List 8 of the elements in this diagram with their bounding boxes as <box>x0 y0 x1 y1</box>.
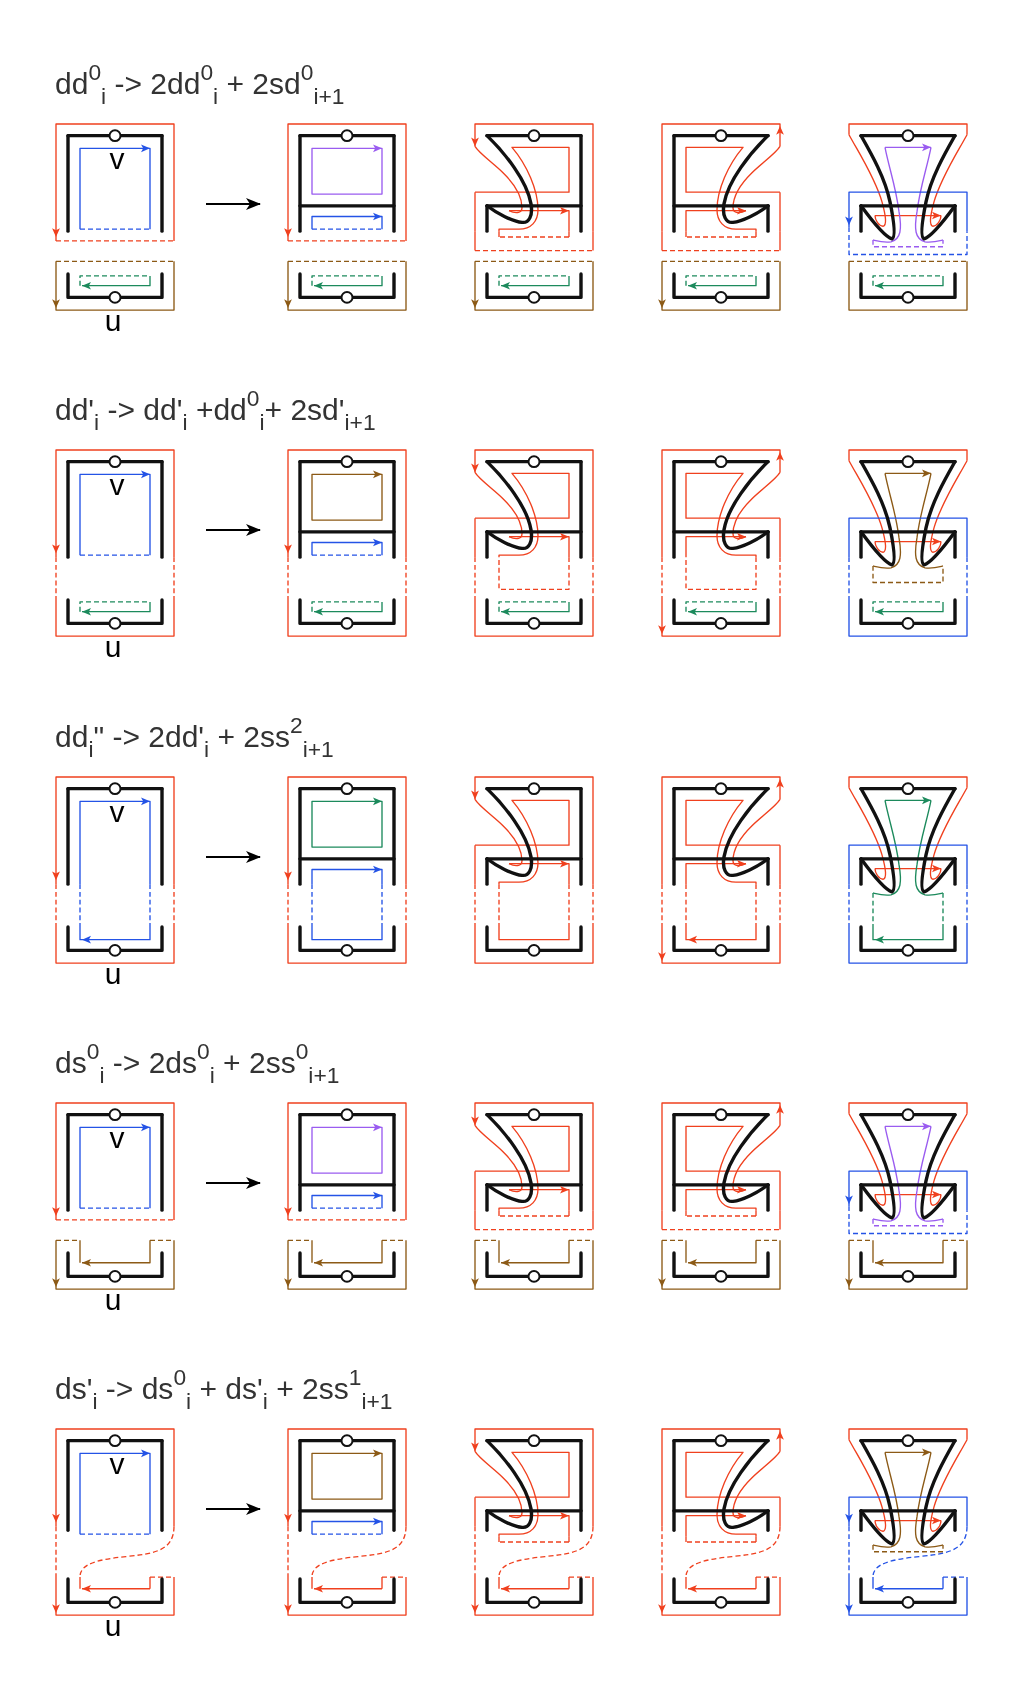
vertex-label: u <box>104 1616 122 1636</box>
vertex-label: u <box>104 311 122 331</box>
vertex-label: u <box>104 637 122 657</box>
vertex-label: u <box>104 964 122 984</box>
formula-text: dd'$_{i}$ -> dd'$_{i}$ +dd$^{0}$$_{i}$+ 2sd'$_{i+1}$ <box>55 392 376 428</box>
vertex-label: v <box>109 1454 125 1474</box>
vertex-label: v <box>109 1128 125 1148</box>
vertex-label: u <box>104 1290 122 1310</box>
